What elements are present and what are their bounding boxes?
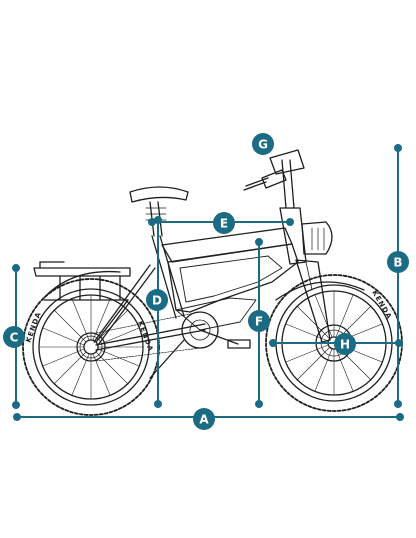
front-fork: [295, 259, 331, 343]
svg-text:H: H: [340, 338, 350, 352]
rear-cassette: [76, 332, 106, 362]
frame: [93, 207, 307, 351]
svg-text:E: E: [220, 217, 228, 231]
front-spokes: [281, 290, 387, 396]
badge-e: E: [213, 212, 235, 234]
dimension-badges: A B C D E F G H: [3, 133, 409, 430]
badge-c: C: [3, 326, 25, 348]
rear-rack: [33, 261, 131, 343]
svg-text:A: A: [199, 413, 209, 427]
badge-d: D: [146, 289, 168, 311]
svg-text:B: B: [393, 256, 402, 270]
rear-fender: [41, 270, 121, 301]
svg-text:G: G: [258, 138, 268, 152]
badge-h: H: [334, 333, 356, 355]
svg-text:C: C: [10, 331, 19, 345]
drivetrain: [95, 311, 251, 379]
rear-spokes: [38, 294, 144, 400]
front-fender: [275, 281, 365, 301]
badge-b: B: [387, 251, 409, 273]
handlebar: [243, 149, 305, 209]
badge-g: G: [252, 133, 274, 155]
dimension-lines: [12, 144, 404, 421]
badge-f: F: [248, 310, 270, 332]
rear-tire-inner: [32, 288, 150, 406]
svg-text:D: D: [152, 294, 162, 308]
bike-drawing: KENDA KENDA KENDA: [22, 149, 403, 416]
pedal: [227, 339, 251, 349]
headlight: [301, 221, 333, 255]
svg-text:F: F: [255, 315, 263, 329]
badge-a: A: [193, 408, 215, 430]
